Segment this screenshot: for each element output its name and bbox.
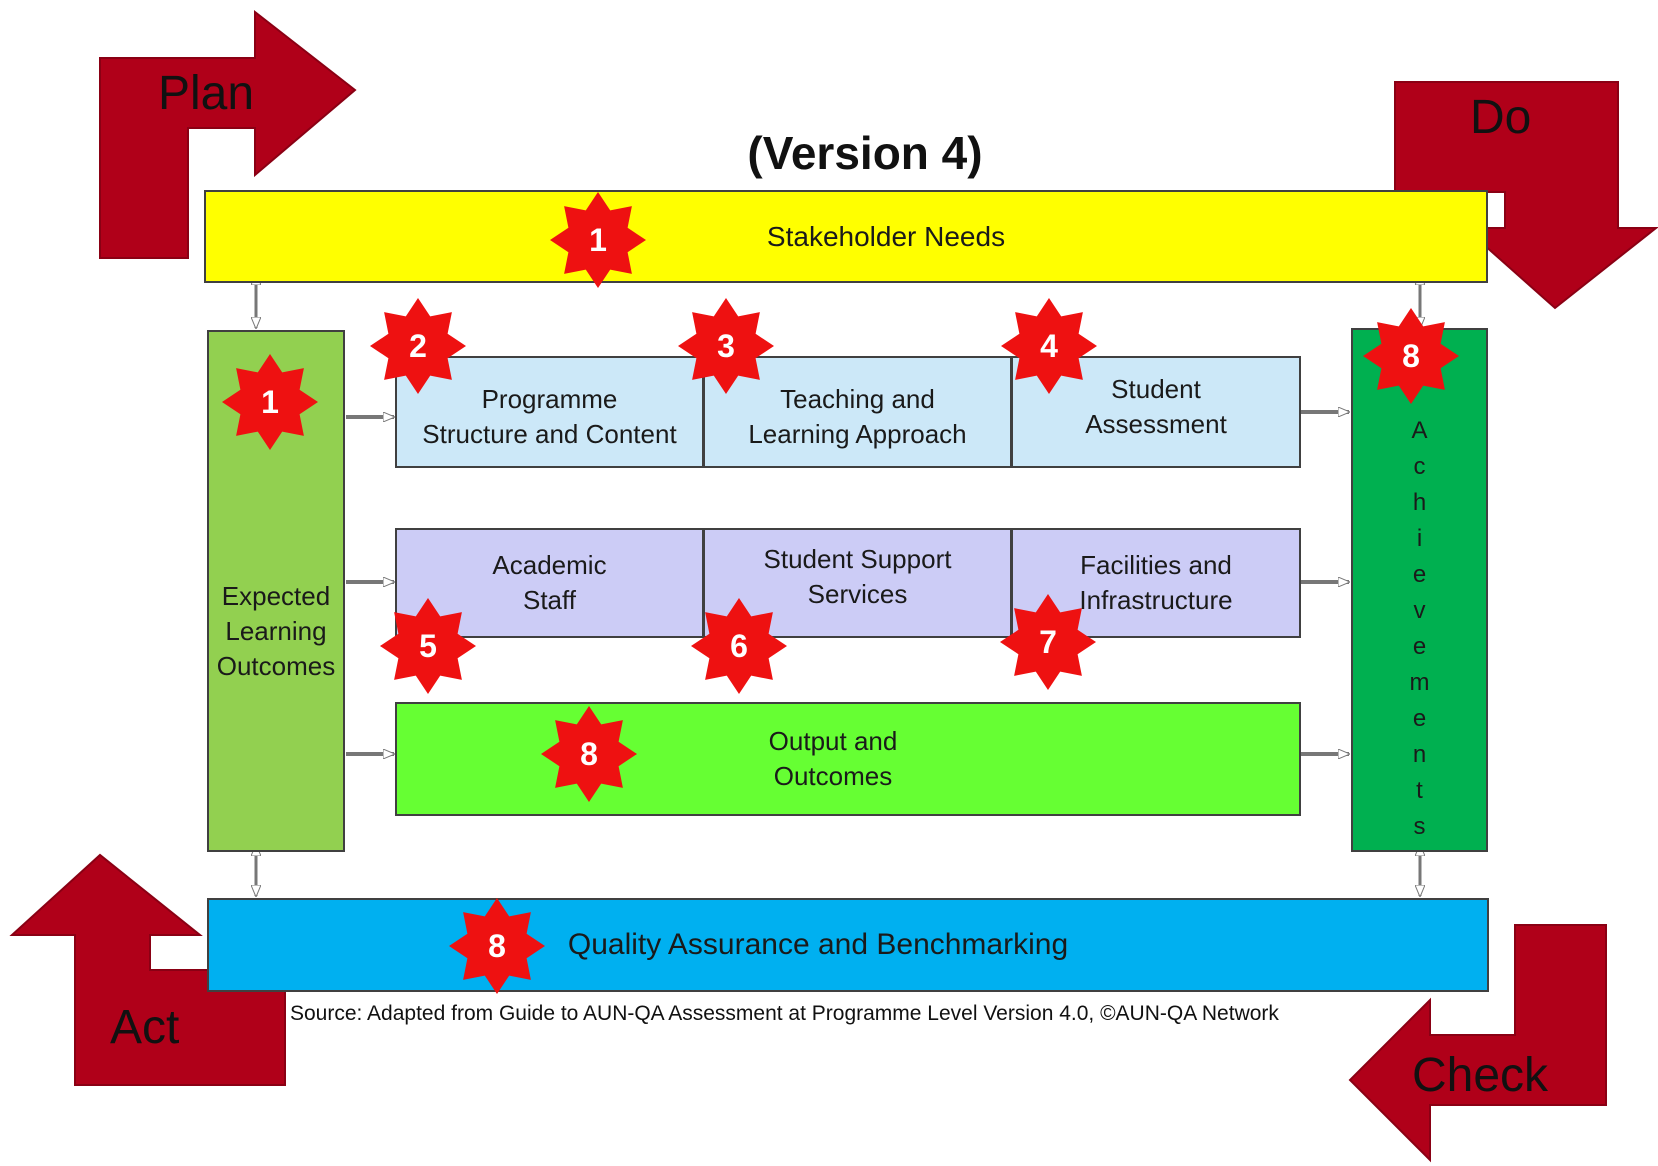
achievements-label: A c h i e v e m e n t s — [1409, 417, 1430, 840]
academic-staff-box: Academic Staff — [395, 528, 704, 638]
achievements-box: A c h i e v e m e n t s — [1351, 328, 1488, 852]
plan-label: Plan — [158, 67, 255, 120]
student-assessment-box: Student Assessment — [1011, 356, 1301, 468]
facilities-infrastructure-label: Facilities and Infrastructure — [1079, 550, 1233, 615]
do-label: Do — [1470, 91, 1532, 144]
facilities-infrastructure-box: Facilities and Infrastructure — [1011, 528, 1301, 638]
stakeholder-needs-box: Stakeholder Needs — [204, 190, 1488, 283]
plan-arrow — [99, 9, 357, 259]
output-outcomes-label: Output and Outcomes — [768, 726, 898, 791]
teaching-learning-label: Teaching and Learning Approach — [748, 384, 967, 449]
academic-staff-label: Academic Staff — [492, 550, 607, 615]
student-assessment-label: Student Assessment — [1085, 374, 1227, 439]
check-arrow — [1348, 924, 1607, 1163]
act-label: Act — [110, 1001, 180, 1054]
programme-structure-label: Programme Structure and Content — [422, 384, 677, 449]
output-outcomes-box: Output and Outcomes — [395, 702, 1301, 816]
diagram-title: (Version 4) — [747, 127, 983, 179]
programme-structure-box: Programme Structure and Content — [395, 356, 704, 468]
quality-assurance-box: Quality Assurance and Benchmarking — [207, 898, 1489, 992]
student-support-box: Student Support Services — [703, 528, 1012, 638]
check-label: Check — [1412, 1049, 1549, 1102]
source-caption: Source: Adapted from Guide to AUN-QA Ass… — [290, 1002, 1279, 1025]
stakeholder-needs-label: Stakeholder Needs — [766, 220, 1006, 252]
quality-assurance-label: Quality Assurance and Benchmarking — [567, 928, 1069, 961]
student-support-label: Student Support Services — [763, 544, 952, 609]
expected-learning-outcomes-box: Expected Learning Outcomes — [207, 330, 345, 852]
expected-learning-outcomes-label: Expected Learning Outcomes — [216, 580, 336, 681]
teaching-learning-box: Teaching and Learning Approach — [703, 356, 1012, 468]
